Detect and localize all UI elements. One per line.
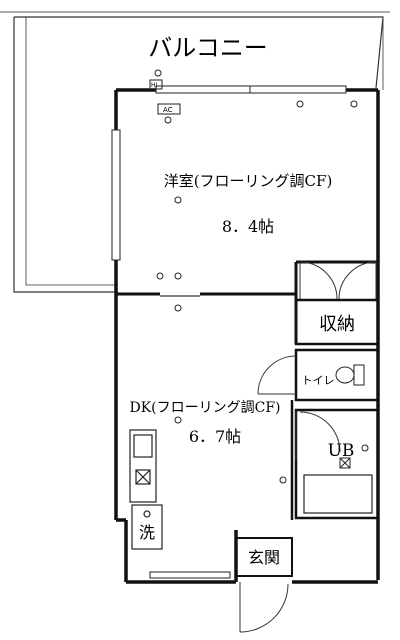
balcony-label: バルコニー bbox=[148, 34, 268, 62]
western-room-size: 8．4帖 bbox=[222, 217, 274, 236]
washer-space bbox=[131, 504, 163, 550]
entrance-label: 玄関 bbox=[248, 548, 280, 567]
toilet-label: トイレ bbox=[302, 374, 335, 387]
bath-drain bbox=[339, 444, 369, 469]
washer-label: 洗 bbox=[139, 523, 155, 542]
dk-label: DK(フローリング調CF) bbox=[129, 400, 280, 416]
hj-tag: HJ bbox=[151, 82, 158, 89]
dk-window bbox=[149, 571, 231, 579]
entrance-box bbox=[235, 537, 293, 577]
storage-label: 収納 bbox=[319, 314, 355, 335]
storage-box bbox=[294, 298, 380, 346]
closet-doors bbox=[299, 261, 377, 300]
outlet-symbols bbox=[149, 69, 358, 484]
bathtub bbox=[303, 474, 373, 514]
western-room-label: 洋室(フローリング調CF) bbox=[164, 172, 333, 190]
toilet-fixture bbox=[335, 364, 365, 386]
left-window bbox=[111, 129, 121, 261]
balcony-area bbox=[13, 16, 384, 293]
entrance-door bbox=[239, 582, 289, 633]
outer-walls bbox=[114, 88, 380, 584]
bathroom-door bbox=[295, 411, 341, 460]
bathroom bbox=[294, 408, 380, 520]
bath-label: UB bbox=[328, 441, 355, 461]
toilet-room bbox=[294, 348, 380, 402]
kitchen-counter bbox=[129, 429, 157, 503]
balcony-window bbox=[155, 85, 347, 94]
toilet-door bbox=[257, 355, 297, 395]
ac-tag: AC bbox=[163, 106, 173, 114]
dk-size: 6．7帖 bbox=[189, 427, 241, 446]
